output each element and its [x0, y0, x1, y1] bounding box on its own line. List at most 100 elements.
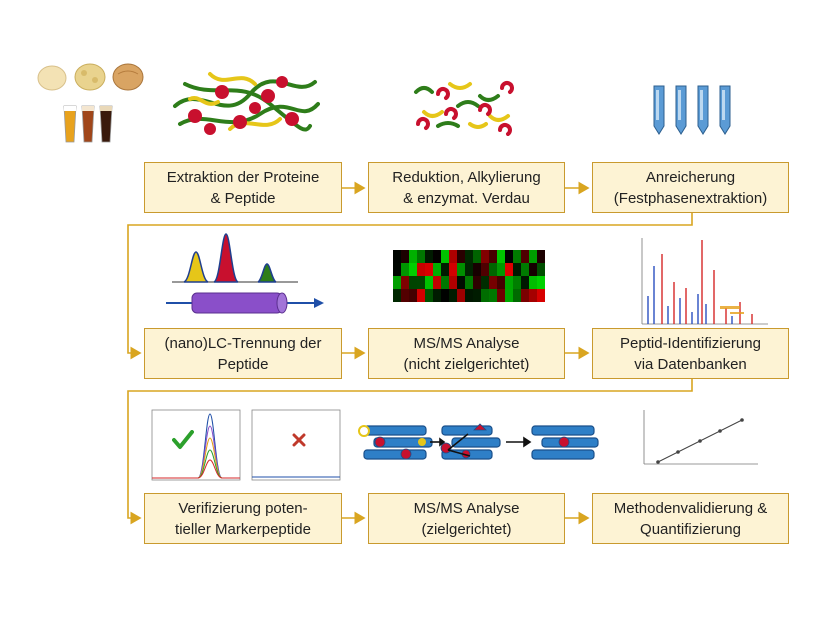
- srm-trace-icon: [151, 409, 341, 481]
- heatmap-cell: [425, 289, 433, 302]
- calibration-line-icon: [643, 410, 758, 465]
- heatmap-cell: [401, 276, 409, 289]
- beer-glasses-icon: [63, 105, 113, 143]
- step-lc-separation: (nano)LC-Trennung der Peptide: [144, 328, 342, 379]
- protein-tangle-icon: [173, 72, 320, 135]
- heatmap-cell: [497, 289, 505, 302]
- step-extraction: Extraktion der Proteine & Peptide: [144, 162, 342, 213]
- heatmap-cell: [473, 250, 481, 263]
- heatmap-cell: [513, 263, 521, 276]
- heatmap-cell: [449, 289, 457, 302]
- heatmap-cell: [409, 289, 417, 302]
- heatmap-cell: [497, 250, 505, 263]
- heatmap-cell: [433, 263, 441, 276]
- heatmap-cell: [393, 263, 401, 276]
- heatmap-cell: [401, 289, 409, 302]
- heatmap-cell: [481, 289, 489, 302]
- heatmap-cell: [465, 289, 473, 302]
- arrow-3-4: [127, 213, 693, 360]
- heatmap-icon: [393, 250, 545, 302]
- heatmap-cell: [457, 276, 465, 289]
- heatmap-cell: [417, 289, 425, 302]
- heatmap-cell: [449, 276, 457, 289]
- heatmap-cell: [433, 250, 441, 263]
- heatmap-cell: [465, 276, 473, 289]
- heatmap-cell: [425, 250, 433, 263]
- heatmap-cell: [513, 276, 521, 289]
- heatmap-cell: [529, 263, 537, 276]
- heatmap-cell: [417, 276, 425, 289]
- arrow-6-7: [127, 379, 693, 525]
- heatmap-cell: [425, 263, 433, 276]
- heatmap-cell: [465, 250, 473, 263]
- digested-peptides-icon: [414, 81, 514, 136]
- heatmap-cell: [457, 263, 465, 276]
- heatmap-cell: [449, 250, 457, 263]
- heatmap-cell: [441, 263, 449, 276]
- heatmap-cell: [441, 289, 449, 302]
- cross-icon: [292, 433, 306, 447]
- step-validation: Methodenvalidierung & Quantifizierung: [592, 493, 789, 544]
- step-verification: Verifizierung poten- tieller Markerpepti…: [144, 493, 342, 544]
- heatmap-cell: [441, 276, 449, 289]
- heatmap-cell: [433, 289, 441, 302]
- heatmap-cell: [521, 276, 529, 289]
- step-peptide-identification: Peptid-Identifizierung via Datenbanken: [592, 328, 789, 379]
- heatmap-cell: [529, 276, 537, 289]
- heatmap-cell: [505, 250, 513, 263]
- heatmap-cell: [489, 289, 497, 302]
- check-icon: [172, 430, 194, 449]
- heatmap-cell: [465, 263, 473, 276]
- heatmap-cell: [409, 250, 417, 263]
- heatmap-cell: [417, 250, 425, 263]
- chromatogram-icon: [172, 233, 298, 283]
- heatmap-cell: [401, 250, 409, 263]
- mass-spectrum-icon: [641, 238, 768, 325]
- heatmap-cell: [425, 276, 433, 289]
- heatmap-cell: [521, 263, 529, 276]
- lc-column-icon: [166, 292, 324, 314]
- heatmap-cell: [409, 276, 417, 289]
- heatmap-cell: [537, 276, 545, 289]
- heatmap-cell: [497, 276, 505, 289]
- heatmap-cell: [393, 289, 401, 302]
- heatmap-cell: [401, 263, 409, 276]
- heatmap-cell: [409, 263, 417, 276]
- heatmap-cell: [393, 276, 401, 289]
- heatmap-cell: [489, 250, 497, 263]
- heatmap-cell: [393, 250, 401, 263]
- heatmap-cell: [457, 289, 465, 302]
- heatmap-cell: [489, 263, 497, 276]
- heatmap-cell: [473, 263, 481, 276]
- heatmap-cell: [537, 289, 545, 302]
- peptide-fragment-icon: [358, 423, 599, 460]
- heatmap-cell: [473, 289, 481, 302]
- heatmap-cell: [489, 276, 497, 289]
- step-reduction: Reduktion, Alkylierung & enzymat. Verdau: [368, 162, 565, 213]
- heatmap-cell: [529, 250, 537, 263]
- heatmap-cell: [513, 289, 521, 302]
- food-samples-icon: [37, 63, 144, 91]
- heatmap-cell: [537, 263, 545, 276]
- spe-cartridges-icon: [653, 85, 731, 135]
- heatmap-cell: [521, 289, 529, 302]
- heatmap-cell: [513, 250, 521, 263]
- heatmap-cell: [521, 250, 529, 263]
- heatmap-cell: [505, 263, 513, 276]
- heatmap-cell: [497, 263, 505, 276]
- heatmap-cell: [441, 250, 449, 263]
- heatmap-cell: [417, 263, 425, 276]
- heatmap-cell: [449, 263, 457, 276]
- step-enrichment: Anreicherung (Festphasenextraktion): [592, 162, 789, 213]
- heatmap-cell: [481, 263, 489, 276]
- step-msms-targeted: MS/MS Analyse (zielgerichtet): [368, 493, 565, 544]
- heatmap-cell: [433, 276, 441, 289]
- heatmap-cell: [457, 250, 465, 263]
- heatmap-cell: [473, 276, 481, 289]
- heatmap-cell: [505, 276, 513, 289]
- heatmap-cell: [481, 276, 489, 289]
- heatmap-cell: [481, 250, 489, 263]
- heatmap-cell: [529, 289, 537, 302]
- heatmap-cell: [505, 289, 513, 302]
